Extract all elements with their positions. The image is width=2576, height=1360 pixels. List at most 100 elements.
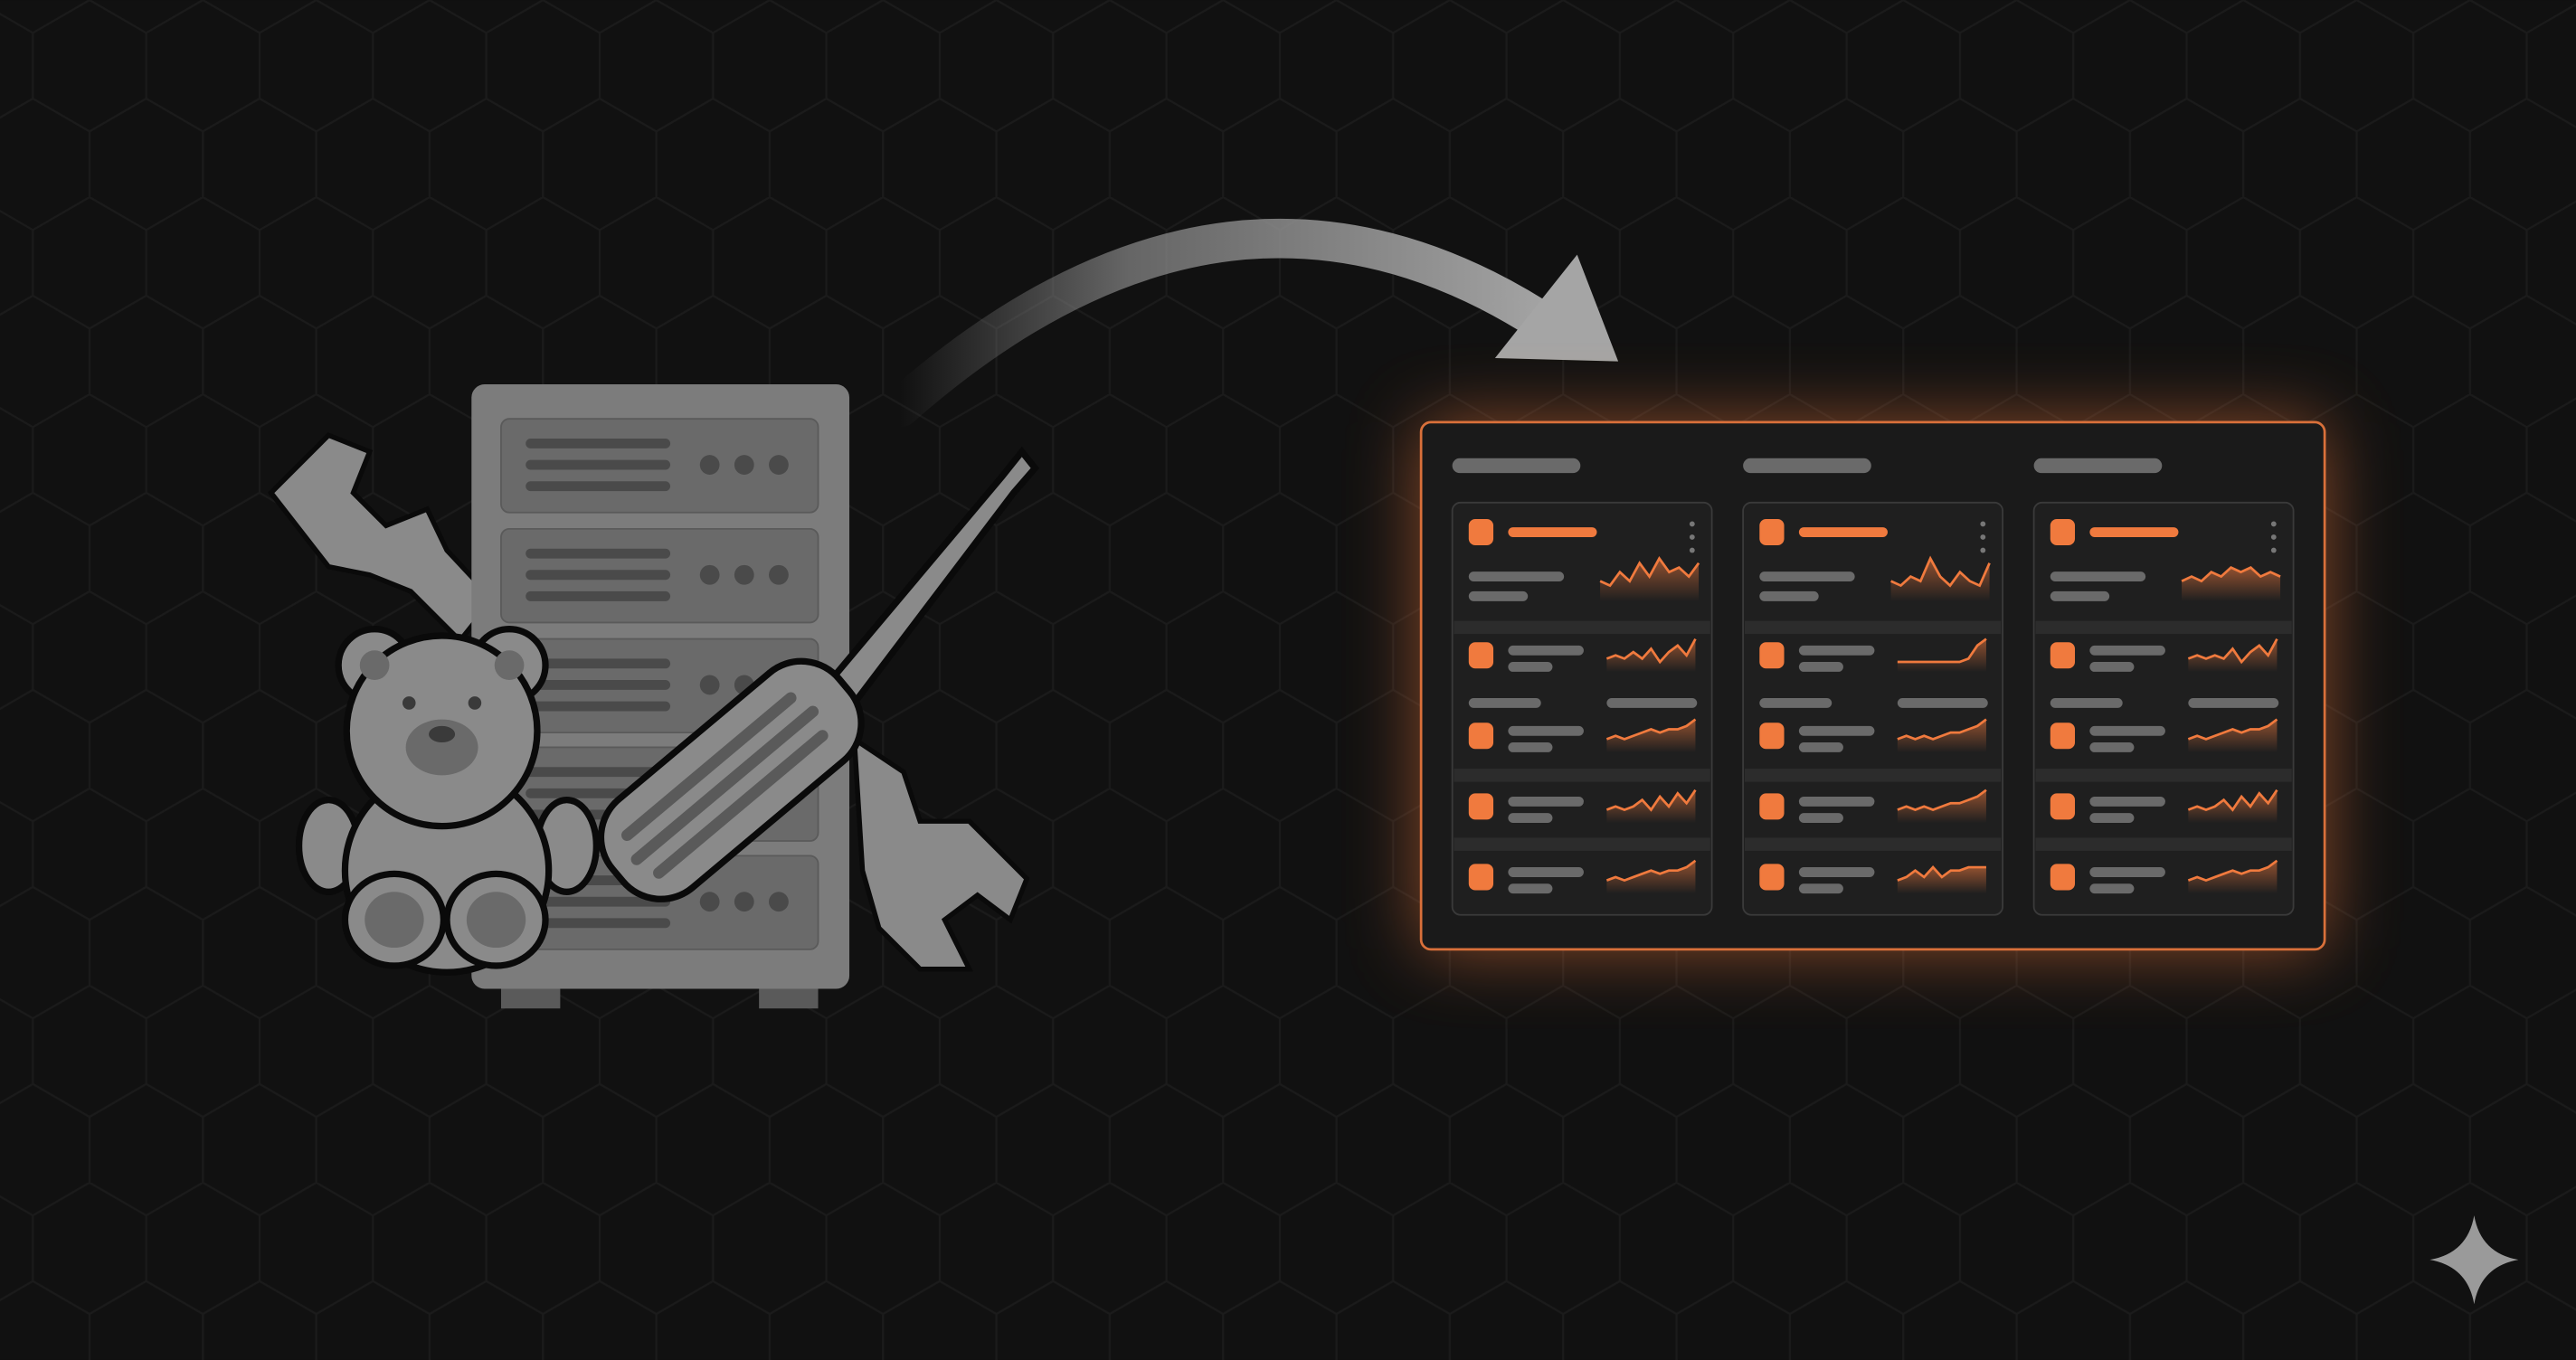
wrench-icon <box>268 432 497 645</box>
sparkline-area <box>2188 719 2278 752</box>
sparkline <box>1605 859 1697 883</box>
text-placeholder <box>1468 590 1529 601</box>
row-icon <box>2050 793 2076 820</box>
card-divider <box>2035 837 2292 851</box>
slot-vent <box>526 767 671 778</box>
slot-vent <box>526 590 671 601</box>
text-placeholder <box>1798 725 1875 736</box>
text-placeholder <box>2188 697 2279 708</box>
slot-vent <box>526 570 671 581</box>
sparkline <box>1890 555 1991 588</box>
row-icon <box>1759 722 1785 750</box>
dashboard-illustration <box>1419 420 2326 1053</box>
text-placeholder <box>1798 867 1875 877</box>
sparkline <box>1605 718 1697 741</box>
text-placeholder <box>1759 697 1833 708</box>
status-light <box>699 675 720 695</box>
sparkle-icon <box>2429 1215 2519 1305</box>
more-options-icon <box>2270 521 2277 527</box>
metric-icon <box>1468 519 1494 546</box>
sparkline-area <box>1606 638 1696 672</box>
text-placeholder <box>1468 571 1565 582</box>
card-divider <box>1744 620 2002 635</box>
sparkline <box>2187 718 2278 741</box>
text-placeholder <box>2050 590 2110 601</box>
status-light <box>769 892 789 912</box>
row-icon <box>1759 864 1785 891</box>
metric-icon <box>1759 519 1785 546</box>
text-placeholder <box>2089 742 2135 752</box>
row-icon <box>1468 793 1494 820</box>
sparkline-area <box>1600 558 1700 601</box>
sparkline <box>1897 718 1987 741</box>
more-options-icon <box>1980 547 1986 553</box>
sparkline-area <box>1606 719 1696 752</box>
text-placeholder <box>1798 662 1843 672</box>
status-light <box>734 564 754 585</box>
metric-title-placeholder <box>1508 527 1597 537</box>
sparkline-area <box>1606 789 1696 824</box>
column-title-placeholder <box>1452 458 1581 474</box>
text-placeholder <box>1606 697 1698 708</box>
text-placeholder <box>1798 883 1843 894</box>
text-placeholder <box>1759 571 1855 582</box>
sparkline <box>1897 789 1987 811</box>
text-placeholder <box>1508 645 1584 656</box>
slot-vent <box>526 701 671 712</box>
text-placeholder <box>2050 571 2146 582</box>
status-light <box>699 564 720 585</box>
server-slot <box>500 418 819 514</box>
more-options-icon <box>2270 547 2277 553</box>
more-options-icon <box>1689 547 1695 553</box>
sparkline-area <box>1890 558 1990 601</box>
slot-vent <box>526 680 671 690</box>
row-icon <box>1468 864 1494 891</box>
sparkline <box>1599 556 1700 588</box>
card-divider <box>1744 837 2002 851</box>
sparkline <box>1897 638 1987 664</box>
row-icon <box>1468 642 1494 669</box>
text-placeholder <box>1897 697 1988 708</box>
more-options-icon <box>1980 534 1986 540</box>
sparkline <box>2181 565 2281 583</box>
slot-vent <box>526 658 671 669</box>
row-icon <box>1759 642 1785 669</box>
text-placeholder <box>1508 813 1553 824</box>
row-icon <box>2050 642 2076 669</box>
sparkline-area <box>2188 789 2278 824</box>
widget-card <box>2032 501 2295 916</box>
text-placeholder <box>1508 883 1553 894</box>
status-light <box>734 455 754 475</box>
text-placeholder <box>1508 662 1553 672</box>
more-options-icon <box>1980 521 1986 527</box>
dashboard-column <box>2032 458 2295 916</box>
slot-vent <box>526 439 671 449</box>
sparkline-area <box>2188 638 2278 672</box>
card-divider <box>1744 769 2002 782</box>
text-placeholder <box>1798 813 1843 824</box>
row-icon <box>1468 722 1494 750</box>
sparkline <box>1605 638 1697 665</box>
screwdriver-icon <box>597 446 1040 902</box>
metric-icon <box>2050 519 2076 546</box>
sparkline-area <box>2188 860 2278 894</box>
sparkline <box>2187 638 2278 665</box>
sparkline-area <box>2182 567 2281 601</box>
dashboard-column <box>1742 458 2004 916</box>
curved-arrow-icon <box>880 218 1619 428</box>
widget-card <box>1742 501 2004 916</box>
status-light <box>699 892 720 912</box>
text-placeholder <box>1508 725 1584 736</box>
card-divider <box>2035 620 2292 635</box>
text-placeholder <box>2089 796 2165 807</box>
text-placeholder <box>1508 796 1584 807</box>
status-light <box>769 564 789 585</box>
more-options-icon <box>2270 534 2277 540</box>
status-light <box>699 455 720 475</box>
text-placeholder <box>2050 697 2123 708</box>
sparkline <box>1605 789 1697 812</box>
column-title-placeholder <box>1743 458 1871 474</box>
metric-title-placeholder <box>2089 527 2179 537</box>
sparkline-area <box>1897 638 1986 672</box>
